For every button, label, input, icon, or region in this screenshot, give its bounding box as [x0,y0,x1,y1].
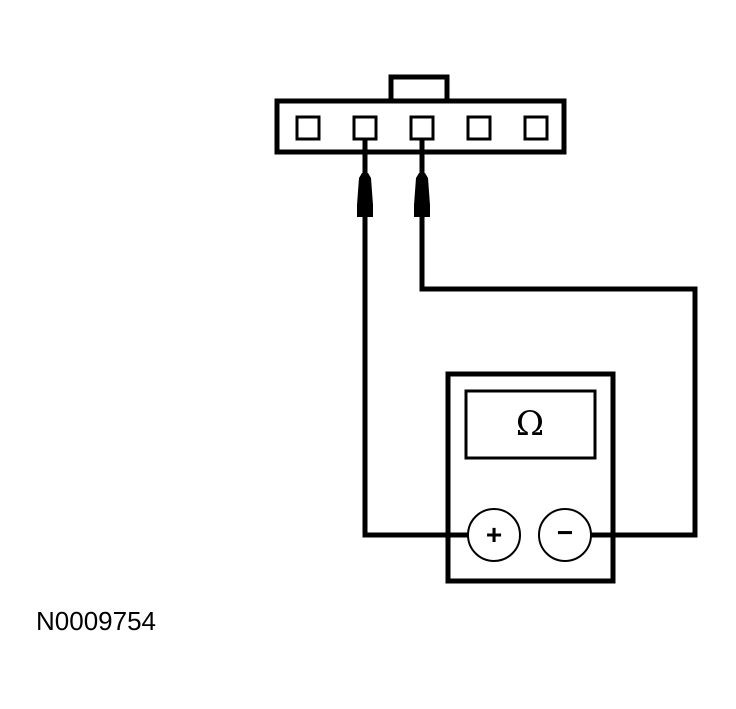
figure-id: N0009754 [36,606,156,636]
ohm-symbol: Ω [515,404,545,444]
negative-lead-wire [419,139,698,538]
multimeter-display [464,389,597,460]
connector-pin-2 [352,115,378,141]
probe-tip-negative [414,173,430,217]
multimeter [445,371,616,584]
positive-lead-wire [362,139,447,538]
plus-icon: + [485,519,503,550]
minus-icon: − [556,517,574,548]
negative-terminal [538,508,592,562]
connector-pin-1 [295,115,321,141]
connector-pin-3 [409,115,435,141]
connector-pin-5 [523,115,549,141]
connector-pin-4 [466,115,492,141]
probe-tip-positive [357,173,373,217]
multimeter-body [445,371,616,584]
connector-latch-tab [388,74,450,105]
positive-terminal [467,508,521,562]
